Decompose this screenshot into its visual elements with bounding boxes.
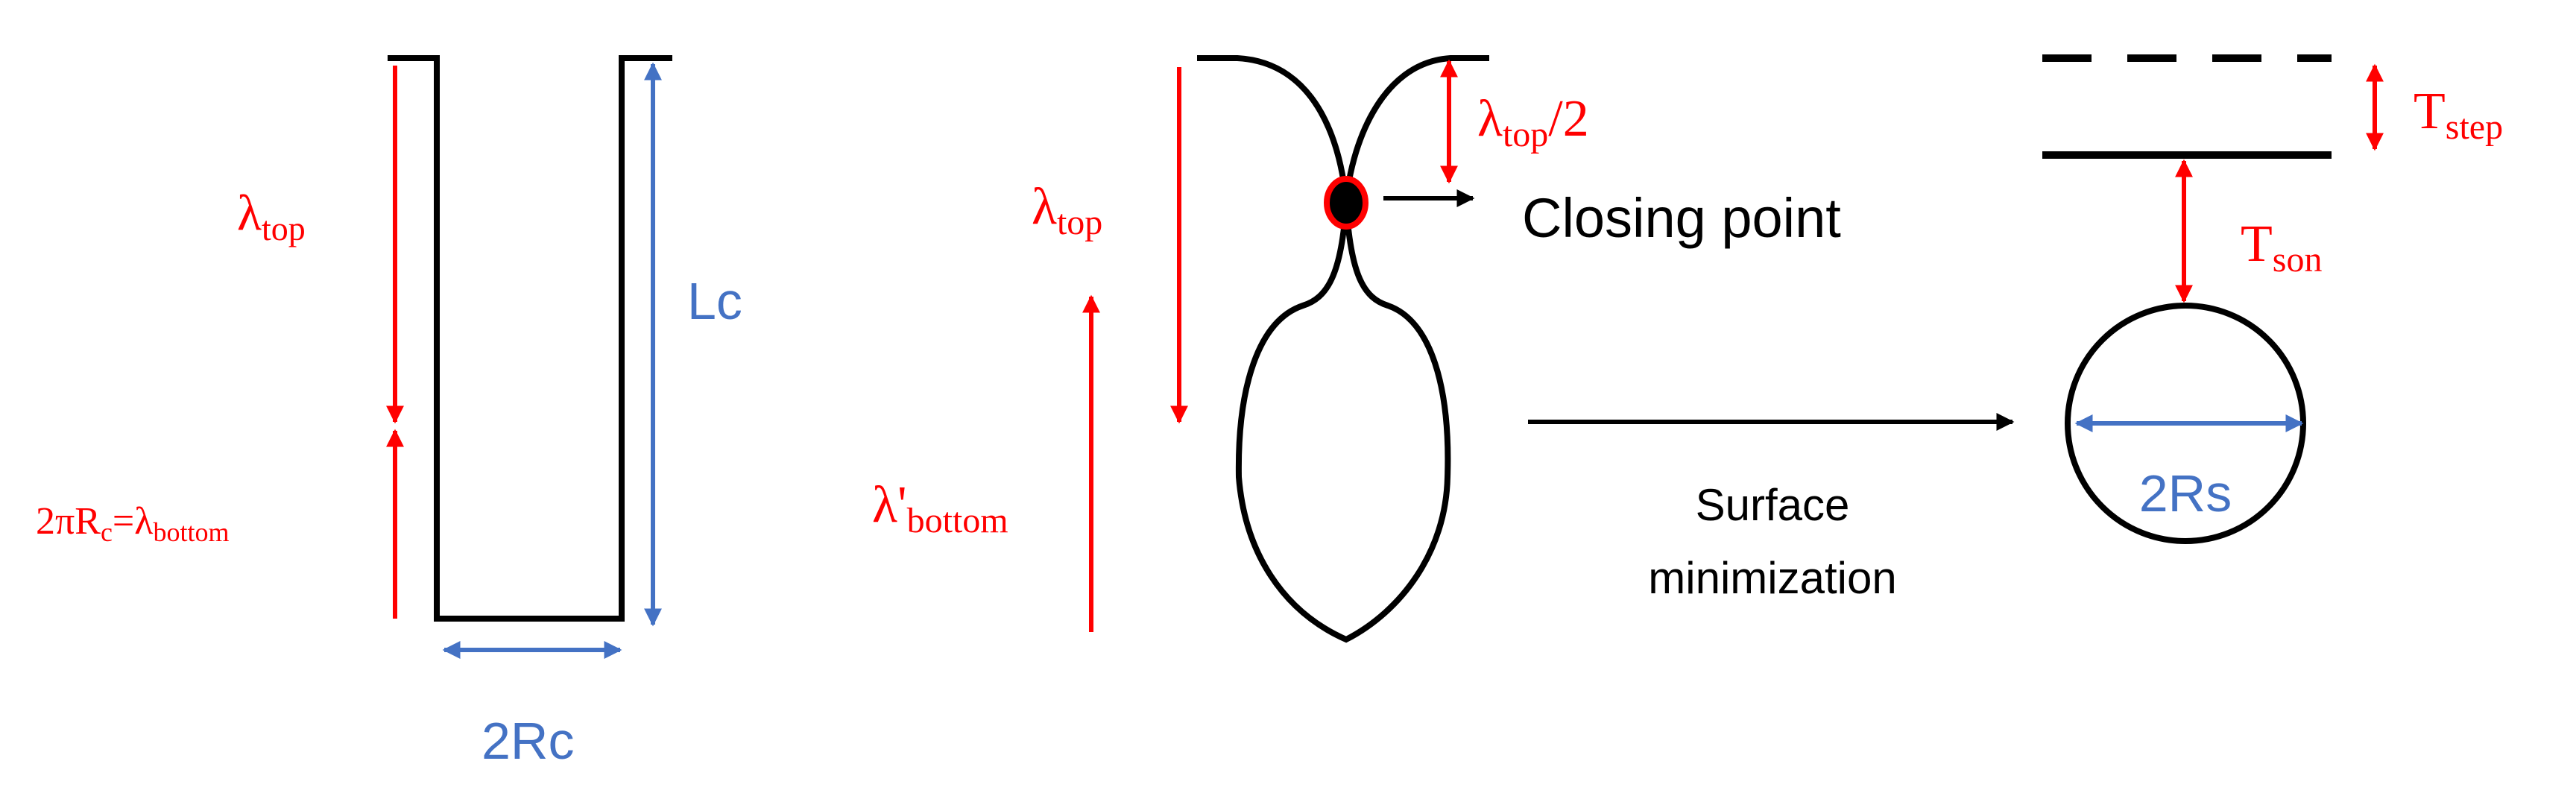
lambda-half-label: λtop/2 [1477, 90, 1589, 154]
left-neck-curve [1197, 55, 1349, 203]
groove-outline [388, 55, 672, 622]
surface-minimization-line1: Surface [1696, 480, 1850, 530]
bulb-outline [1235, 202, 1451, 643]
panel-left-groove: λtop Lc 2πRc=λbottom 2Rc [36, 55, 742, 770]
lambda-top-label-middle: λtop [1032, 178, 1102, 242]
t-step-label: Tstep [2414, 83, 2503, 147]
t-son-label: Tson [2241, 215, 2322, 280]
closing-point-marker [1324, 176, 1368, 230]
circumference-label: 2πRc=λbottom [36, 500, 229, 547]
right-neck-curve [1343, 55, 1489, 203]
diameter-2rs-label: 2Rs [2139, 464, 2232, 522]
closing-point-label: Closing point [1522, 187, 1841, 249]
panel-right-sphere: Tstep Tson 2Rs [2042, 54, 2503, 544]
lambda-bottom-label-middle: λ'bottom [872, 476, 1008, 540]
lc-label: Lc [687, 272, 742, 330]
surface-minimization-line2: minimization [1648, 553, 1896, 603]
panel-middle-pinch: Closing point λtop λtop/2 λ'bottom Surfa… [872, 55, 2015, 643]
width-2rc-label: 2Rc [482, 712, 574, 770]
lambda-top-label: λtop [237, 184, 306, 247]
